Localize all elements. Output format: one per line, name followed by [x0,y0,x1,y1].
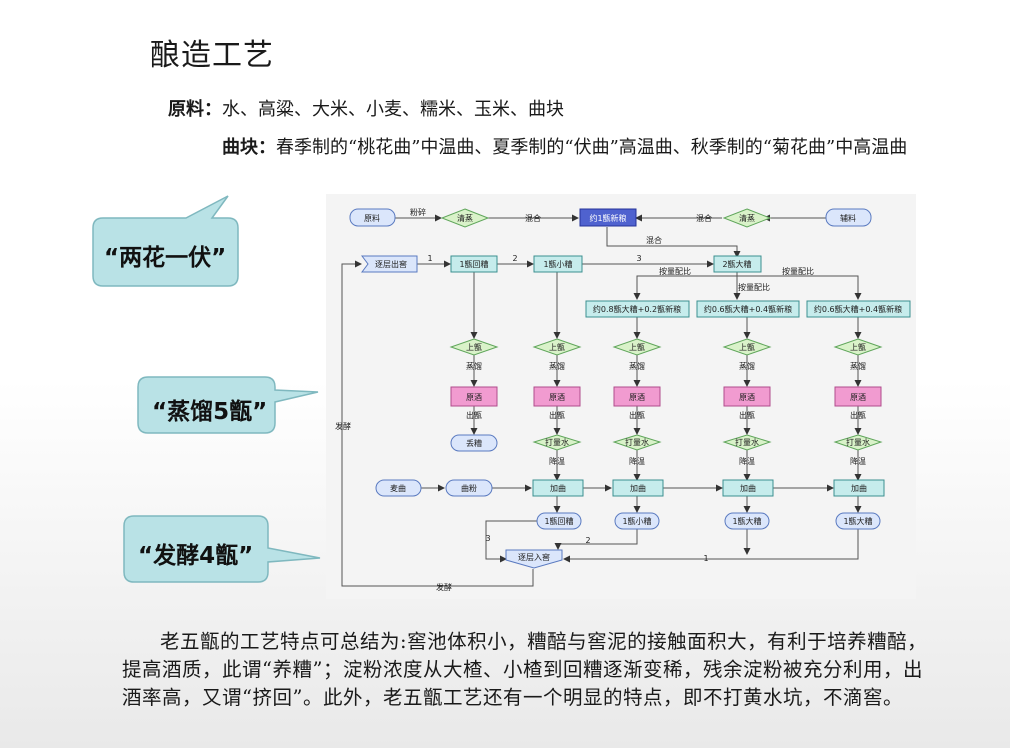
label-ratio-left: 按量配比 [659,266,691,276]
label-ferment-bottom: 发酵 [436,582,452,592]
label-mix-right: 混合 [696,213,712,223]
node-out-xiaozha: 1甑小糟 [622,516,651,526]
node-water-d: 打量水 [735,437,759,447]
flowchart-svg: 原料 粉碎 清蒸 混合 约1甑新粮 混合 清蒸 辅料 混合 逐层出窖 1 1甑回… [335,207,911,592]
label-unload-e: 出甑 [850,410,866,420]
page-title: 酿造工艺 [150,38,274,73]
node-out-huizao: 1甑回糟 [544,516,573,526]
label-n3: 3 [636,254,641,263]
node-water-c: 打量水 [625,437,649,447]
label-crush: 粉碎 [410,207,426,217]
label-n1: 1 [427,254,432,263]
callout-text: “两花一伏” [104,245,227,271]
node-steam-left: 清蒸 [457,213,473,223]
label-distill-a: 蒸馏 [466,361,482,371]
qu-block-text: 春季制的“桃花曲”中温曲、夏季制的“伏曲”高温曲、秋季制的“菊花曲”中高温曲 [276,137,908,158]
label-distill-e: 蒸馏 [850,361,866,371]
label-cool-c: 降温 [629,456,645,466]
node-qufen: 曲粉 [461,483,477,493]
callout-bubble-shape [137,376,319,434]
node-load-a: 上甑 [466,342,482,352]
label-cool-b: 降温 [549,456,565,466]
callout-text: “发酵4甑” [138,543,254,569]
node-fresh-grain: 约1甑新粮 [589,213,626,223]
label-distill-d: 蒸馏 [739,361,755,371]
node-cellar-out: 逐层出窖 [375,259,407,269]
node-recipe-1: 约0.8甑大糟+0.2甑新粮 [593,304,681,314]
node-liquor-c: 原酒 [629,393,645,402]
node-recipe-3: 约0.6甑大糟+0.4甑新粮 [814,304,902,314]
node-huizao: 1甑回糟 [459,259,488,269]
node-liquor-b: 原酒 [549,393,565,402]
callout-text: “蒸馏5甑” [152,399,268,425]
node-add-qu-e: 加曲 [851,483,867,493]
node-load-b: 上甑 [549,342,565,352]
node-dazha: 2甑大糟 [722,259,751,269]
node-add-qu-d: 加曲 [740,483,756,493]
label-distill-c: 蒸馏 [629,361,645,371]
callout-bubble-shape [123,515,321,583]
node-load-d: 上甑 [739,342,755,352]
label-ratio-mid: 按量配比 [738,282,770,292]
node-add-qu-b: 加曲 [550,483,566,493]
node-add-qu-c: 加曲 [630,483,646,493]
node-liquor-a: 原酒 [466,393,482,402]
label-return-3: 3 [485,534,490,543]
node-liquor-d: 原酒 [739,393,755,402]
node-load-e: 上甑 [850,342,866,352]
label-distill-b: 蒸馏 [549,361,565,371]
label-ferment-side: 发酵 [335,421,351,431]
label-n2: 2 [512,254,517,263]
node-liquor-e: 原酒 [850,393,866,402]
node-recipe-2: 约0.6甑大糟+0.4甑新粮 [704,304,792,314]
node-xiaozha: 1甑小糟 [543,259,572,269]
node-water-e: 打量水 [846,437,870,447]
node-out-dazha-2: 1甑大糟 [843,516,872,526]
label-mix-down: 混合 [646,235,662,245]
label-mix-left: 混合 [525,213,541,223]
qu-block-label: 曲块： [222,137,276,158]
raw-materials-line: 原料：水、高粱、大米、小麦、糯米、玉米、曲块 [168,95,564,121]
node-aux: 辅料 [840,213,856,223]
summary-paragraph: 老五甑的工艺特点可总结为:窖池体积小，糟醅与窖泥的接触面积大，有利于培养糟醅，提… [122,630,928,709]
label-unload-b: 出甑 [549,410,565,420]
callout-bubble-shape [92,195,239,287]
label-return-2: 2 [585,536,590,545]
process-flowchart: 原料 粉碎 清蒸 混合 约1甑新粮 混合 清蒸 辅料 混合 逐层出窖 1 1甑回… [326,194,916,599]
node-maiqu: 麦曲 [390,483,406,493]
label-cool-e: 降温 [850,456,866,466]
raw-materials-text: 水、高粱、大米、小麦、糯米、玉米、曲块 [222,99,564,120]
raw-materials-label: 原料： [168,99,222,120]
node-raw: 原料 [364,213,380,223]
label-cool-d: 降温 [739,456,755,466]
label-unload-c: 出甑 [629,410,645,420]
node-water-b: 打量水 [545,437,569,447]
label-ratio-right: 按量配比 [782,266,814,276]
qu-block-line: 曲块：春季制的“桃花曲”中温曲、夏季制的“伏曲”高温曲、秋季制的“菊花曲”中高温… [222,136,912,160]
label-unload-d: 出甑 [739,410,755,420]
node-cellar-in: 逐层入窖 [518,552,550,562]
node-out-dazha-1: 1甑大糟 [732,516,761,526]
node-steam-right: 清蒸 [739,213,755,223]
node-load-c: 上甑 [629,342,645,352]
node-discard: 丢糟 [466,438,482,448]
label-return-1: 1 [703,554,708,563]
label-unload-a: 出甑 [466,410,482,420]
